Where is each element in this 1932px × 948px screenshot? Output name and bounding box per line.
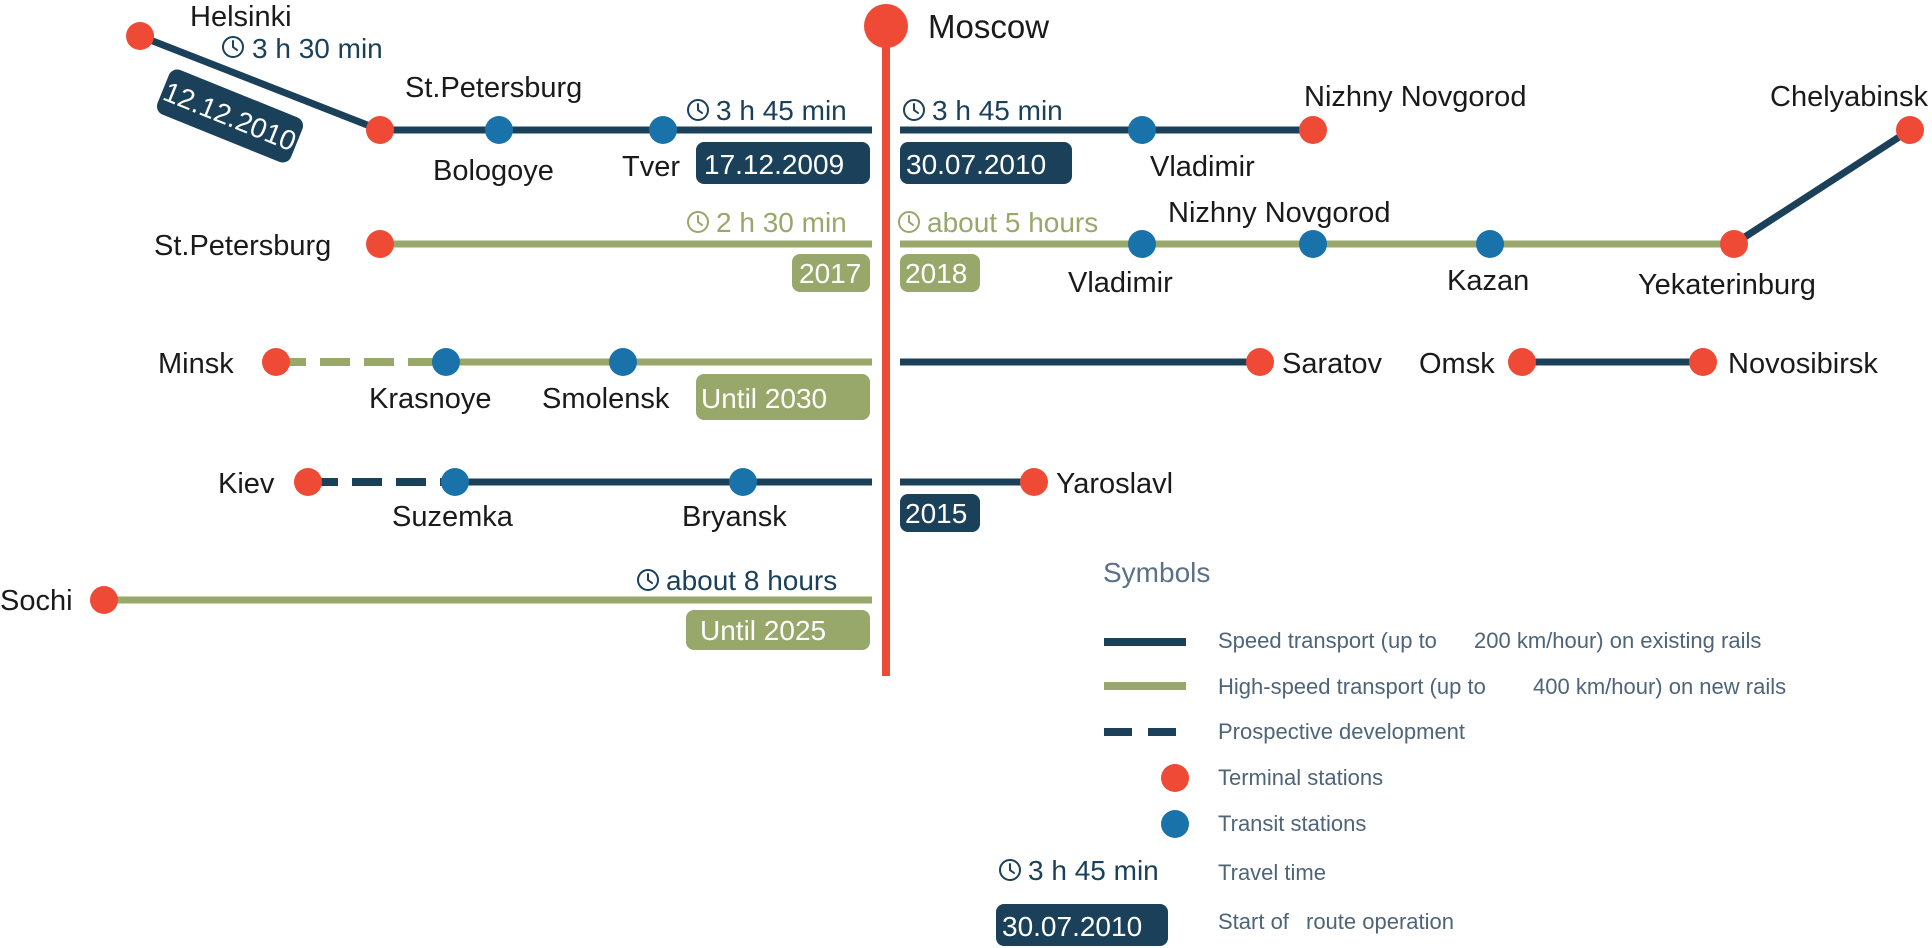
label-novosibirsk: Novosibirsk: [1728, 348, 1878, 380]
terminal-novosibirsk: [1689, 348, 1717, 376]
date-badge-nizhny-speed: [900, 142, 1072, 184]
label-yaroslavl: Yaroslavl: [1056, 468, 1173, 500]
clock-icon: [687, 211, 709, 233]
legend-start-text-b: route operation: [1306, 909, 1454, 934]
transit-kazan: [1476, 230, 1504, 258]
transit-bologoye: [485, 116, 513, 144]
date-badge-nizhny-speed-text: 30.07.2010: [906, 149, 1046, 180]
year-badge-yaroslavl: [900, 494, 980, 532]
label-vladimir-speed: Vladimir: [1150, 151, 1255, 183]
legend-transit-swatch: [1161, 810, 1189, 838]
legend-sample-time: 3 h 45 min: [1028, 855, 1159, 886]
year-badge-sochi: [686, 610, 870, 650]
terminal-yekaterinburg: [1720, 230, 1748, 258]
date-badge-spb-speed: [696, 142, 870, 184]
legend-speed-text-a: Speed transport (up to: [1218, 628, 1437, 653]
terminal-spb-speed: [366, 116, 394, 144]
legend-terminal-text: Terminal stations: [1218, 765, 1383, 790]
legend-terminal-swatch: [1161, 764, 1189, 792]
label-saratov: Saratov: [1282, 348, 1382, 380]
legend-highspeed-text-a: High-speed transport (up to: [1218, 674, 1486, 699]
year-badge-minsk-text: Until 2030: [701, 383, 827, 414]
transit-vladimir-hs: [1128, 230, 1156, 258]
clock-icon: [898, 211, 920, 233]
label-smolensk: Smolensk: [542, 383, 670, 415]
clock-icon: [687, 99, 709, 121]
route-line-helsinki: [138, 32, 382, 134]
label-nizhny-speed: Nizhny Novgorod: [1304, 81, 1526, 113]
label-tver: Tver: [622, 151, 680, 183]
route-line-chelyabinsk: [1732, 127, 1912, 247]
label-krasnoye: Krasnoye: [369, 383, 492, 415]
label-omsk: Omsk: [1419, 348, 1495, 380]
label-helsinki: Helsinki: [190, 1, 292, 33]
legend-highspeed-text-b: 400 km/hour) on new rails: [1533, 674, 1786, 699]
label-vladimir-hs: Vladimir: [1068, 267, 1173, 299]
time-spb-highspeed: 2 h 30 min: [716, 207, 847, 238]
transit-tver: [649, 116, 677, 144]
year-badge-ural-highspeed: [900, 254, 980, 292]
transit-bryansk: [729, 468, 757, 496]
terminal-sochi: [90, 586, 118, 614]
clock-icon: [999, 859, 1021, 881]
legend-travel-time-text: Travel time: [1218, 860, 1326, 885]
label-spb-speed: St.Petersburg: [405, 72, 582, 104]
terminal-nizhny-speed: [1299, 116, 1327, 144]
legend-speed-text-b: 200 km/hour) on existing rails: [1474, 628, 1761, 653]
label-kazan: Kazan: [1447, 265, 1529, 297]
legend-start-text-a: Start of: [1218, 909, 1290, 934]
year-badge-sochi-text: Until 2025: [700, 615, 826, 646]
terminal-helsinki: [126, 22, 154, 50]
terminal-minsk: [262, 348, 290, 376]
time-helsinki: 3 h 30 min: [252, 33, 383, 64]
label-nizhny-hs: Nizhny Novgorod: [1168, 197, 1390, 229]
year-badge-spb-highspeed-text: 2017: [799, 258, 861, 289]
transit-vladimir-speed: [1128, 116, 1156, 144]
terminal-chelyabinsk: [1896, 116, 1924, 144]
clock-icon: [637, 569, 659, 591]
terminal-kiev: [294, 468, 322, 496]
label-yekaterinburg: Yekaterinburg: [1638, 269, 1816, 301]
time-sochi: about 8 hours: [666, 565, 837, 596]
terminal-omsk: [1508, 348, 1536, 376]
moscow-label: Moscow: [928, 8, 1049, 45]
transit-nizhny-hs: [1299, 230, 1327, 258]
label-sochi: Sochi: [0, 585, 73, 617]
year-badge-ural-highspeed-text: 2018: [905, 258, 967, 289]
transit-krasnoye: [432, 348, 460, 376]
year-badge-spb-highspeed: [792, 254, 870, 292]
label-kiev: Kiev: [218, 468, 275, 500]
legend-prospective-text: Prospective development: [1218, 719, 1465, 744]
legend-transit-text: Transit stations: [1218, 811, 1366, 836]
time-spb-speed: 3 h 45 min: [716, 95, 847, 126]
date-badge-helsinki: 12.12.2010: [156, 69, 304, 163]
label-chelyabinsk: Chelyabinsk: [1770, 81, 1928, 113]
legend-sample-date-text: 30.07.2010: [1002, 911, 1142, 942]
date-badge-spb-speed-text: 17.12.2009: [704, 149, 844, 180]
terminal-spb-highspeed: [366, 230, 394, 258]
time-ural-highspeed: about 5 hours: [927, 207, 1098, 238]
clock-icon: [222, 36, 244, 58]
transit-smolensk: [609, 348, 637, 376]
year-badge-yaroslavl-text: 2015: [905, 498, 967, 529]
clock-icon: [903, 99, 925, 121]
legend-sample-date-badge: [996, 904, 1168, 946]
legend-title: Symbols: [1103, 557, 1210, 588]
terminal-saratov: [1246, 348, 1274, 376]
label-bologoye: Bologoye: [433, 155, 554, 187]
transit-suzemka: [441, 468, 469, 496]
terminal-yaroslavl: [1020, 468, 1048, 496]
year-badge-minsk: [696, 374, 870, 420]
label-minsk: Minsk: [158, 348, 234, 380]
label-spb-highspeed: St.Petersburg: [154, 230, 331, 262]
label-suzemka: Suzemka: [392, 501, 514, 533]
time-nizhny-speed: 3 h 45 min: [932, 95, 1063, 126]
moscow-terminal: [864, 4, 908, 48]
label-bryansk: Bryansk: [682, 501, 787, 533]
